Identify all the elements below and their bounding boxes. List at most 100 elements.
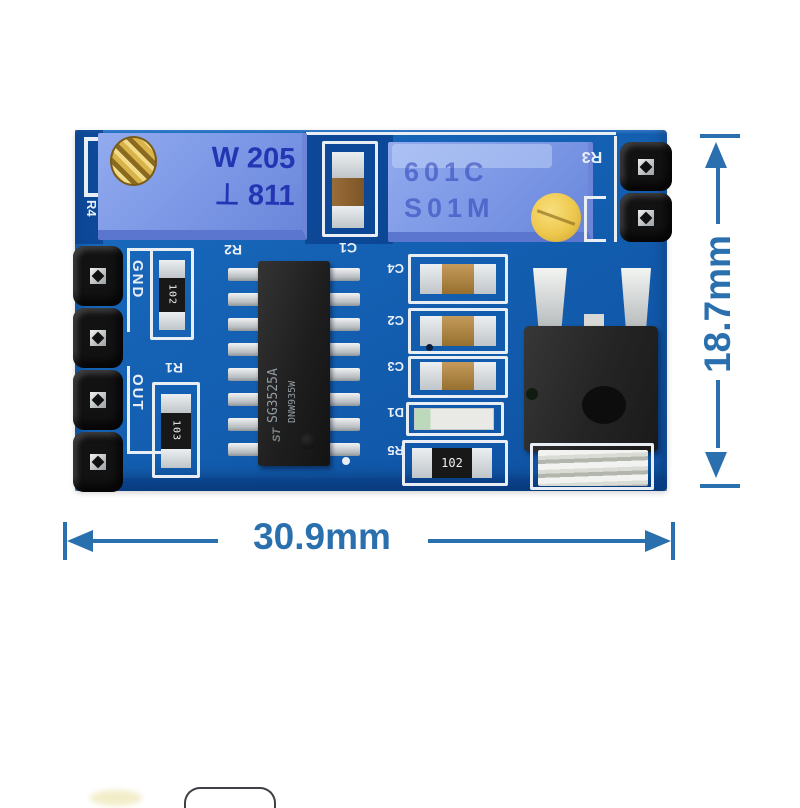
ic-pin <box>228 268 260 281</box>
r1-silk-frame <box>152 382 200 478</box>
trimmer-right-screw <box>531 193 581 242</box>
c3-pad <box>474 362 496 390</box>
r5-body: 102 <box>432 448 472 478</box>
header-pin-left-2 <box>73 308 123 368</box>
ic-pin <box>328 443 360 456</box>
board-via-dot <box>426 344 433 351</box>
r3-silk-bracket <box>584 196 606 242</box>
trimmer-right-marking-line1: 601C <box>404 157 489 187</box>
c2-body <box>442 316 474 346</box>
label-c2: C2 <box>387 313 404 328</box>
transistor-body-dot <box>582 386 626 424</box>
resistor-r2: 102 <box>159 260 185 330</box>
c3-silk-frame <box>408 356 508 398</box>
c3-pad <box>420 362 442 390</box>
width-tick-left <box>63 522 67 560</box>
label-r4: R4 <box>84 200 99 217</box>
c2-silk-frame <box>408 308 508 354</box>
ic-pin <box>328 368 360 381</box>
transistor-tab-silk-frame <box>530 443 654 490</box>
width-arrow-shaft-left <box>91 539 218 543</box>
width-arrowhead-right <box>645 530 671 552</box>
r2-pad-bottom <box>159 312 185 330</box>
trimmer-left-screw <box>110 136 157 186</box>
trimmer-left-marking-line1: W 205 <box>211 141 296 176</box>
c1-pad-top <box>332 152 364 178</box>
r5-value: 102 <box>441 456 463 470</box>
c2-pad <box>420 316 442 346</box>
resistor-r5: 102 <box>412 448 492 478</box>
gnd-silk-bracket <box>127 248 161 332</box>
trimmer-right-marking: 601C S01M <box>404 154 529 226</box>
c1-pad-bottom <box>332 206 364 228</box>
height-arrow-shaft-top <box>716 168 720 224</box>
height-dimension-label: 18.7mm <box>697 235 738 373</box>
r2-silk-frame <box>150 248 194 340</box>
c3-body <box>442 362 474 390</box>
silk-dot <box>342 457 350 465</box>
ic-pin <box>228 393 260 406</box>
d1-silk-frame <box>406 402 504 436</box>
ic-marking-line1: SG3525A <box>266 368 281 423</box>
label-r2: R2 <box>224 242 242 258</box>
transistor-body <box>524 326 658 452</box>
label-c4: C4 <box>387 261 404 276</box>
label-r1: R1 <box>165 360 183 376</box>
c4-pad <box>420 264 442 294</box>
transistor-tab <box>538 450 648 486</box>
silk-corner-left <box>84 137 88 195</box>
capacitor-c4 <box>420 264 496 294</box>
r1-pad-bottom <box>161 449 191 468</box>
trimmer-right-glare <box>392 144 552 168</box>
width-dimension-label: 30.9mm <box>253 516 391 557</box>
resistor-r1: 103 <box>161 394 191 468</box>
capacitor-c1 <box>332 152 364 228</box>
height-tick-bottom <box>700 484 740 488</box>
height-arrowhead-down <box>705 452 727 478</box>
r2-pad-top <box>159 260 185 278</box>
label-c3: C3 <box>387 359 404 374</box>
out-silk-bracket <box>127 366 161 454</box>
ic-pin <box>328 393 360 406</box>
silk-top-edge-line <box>306 132 616 135</box>
c4-silk-frame <box>408 254 508 304</box>
ic-pin <box>228 368 260 381</box>
header-pin-left-1 <box>73 246 123 306</box>
ic-pin1-dimple <box>300 433 316 449</box>
r1-body: 103 <box>161 413 191 449</box>
trimmer-right-marking-line2: S01M <box>404 193 495 223</box>
transistor-lead-right <box>621 268 651 328</box>
c1-body <box>332 178 364 206</box>
capacitor-c2 <box>420 316 496 346</box>
label-gnd: GND <box>129 260 146 300</box>
width-arrow-shaft-right <box>428 539 646 543</box>
ic-pin <box>328 418 360 431</box>
header-pin-topright-1 <box>620 142 672 191</box>
r2-body: 102 <box>159 278 185 312</box>
r5-pad <box>472 448 492 478</box>
ic-package-body: SG3525A DNW935W ST <box>258 261 330 466</box>
trimmer-left-marking-line2: ⊥ 811 <box>214 178 295 213</box>
label-c1: C1 <box>339 240 357 256</box>
ic-pin <box>228 318 260 331</box>
ic-marking-line2: DNW935W <box>287 380 298 423</box>
ic-pin <box>228 418 260 431</box>
label-r3: R3 <box>581 148 603 165</box>
label-d1: D1 <box>387 405 404 420</box>
r1-pad-top <box>161 394 191 413</box>
header-pin-topright-2 <box>620 193 672 242</box>
ic-pin <box>228 443 260 456</box>
label-out: OUT <box>129 374 146 412</box>
r5-pad <box>412 448 432 478</box>
diode-d1 <box>414 408 494 430</box>
header-pin-left-3 <box>73 370 123 430</box>
ic-pin <box>228 343 260 356</box>
width-arrowhead-left <box>67 530 93 552</box>
board-edge-shadow <box>75 478 667 491</box>
transistor-body-dot-small <box>526 388 538 400</box>
header-pin-left-4 <box>73 432 123 492</box>
height-arrowhead-up <box>705 142 727 168</box>
r5-silk-frame <box>402 440 508 486</box>
height-arrow-shaft-bottom <box>716 380 720 448</box>
ic-pin <box>328 293 360 306</box>
